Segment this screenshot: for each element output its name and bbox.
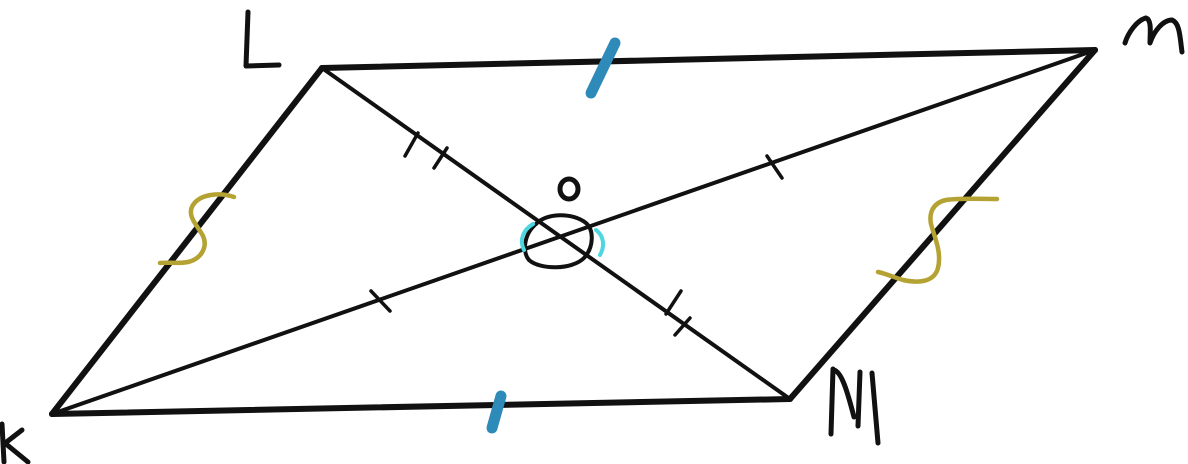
olive-mark-kl [157,192,237,266]
joint-M [1092,47,1098,53]
blue-mark-nk [486,390,507,434]
parallelogram-sides [49,47,1098,417]
svg-text:L: L [270,43,271,45]
side-lm [319,47,1098,71]
tick-on-1 [664,289,683,316]
label-K: K [0,421,31,464]
svg-text:K: K [12,443,13,445]
tick-lo-1 [403,131,420,158]
joint-L [319,65,325,71]
tick-om [765,154,784,180]
side-kl [49,65,325,417]
vertex-joints [49,47,1098,417]
diagonals [50,48,1097,416]
olive-mark-mn [875,196,1000,284]
blue-mark-lm [585,37,621,99]
angle-marks [519,213,606,270]
joint-N [787,396,793,402]
olive-side-marks [157,192,1000,284]
label-O-glyph [557,176,581,202]
tick-on-2 [673,316,692,337]
label-N: N [828,366,881,446]
blue-side-marks [486,37,621,434]
angle-mark-cyan-right [594,228,606,257]
vertex-labels: L M O N K [0,9,1185,464]
side-nk [49,396,793,417]
tick-lo-2 [432,146,449,170]
diagonal-lN [320,66,792,401]
side-mn [787,47,1098,402]
angle-mark-black [522,213,594,270]
label-M: M [1122,15,1185,55]
label-K-glyph [0,421,31,464]
tick-ko [369,289,392,313]
label-O: O [557,176,581,202]
label-L-glyph [243,9,282,69]
svg-text:O: O [570,189,571,191]
diagonal-tick-marks [369,131,784,337]
label-N-glyph [828,366,881,446]
diagonal-kM [50,48,1097,416]
angle-mark-cyan-left [519,222,535,252]
label-M-glyph [1122,15,1185,55]
label-L: L [243,9,282,69]
joint-K [49,411,55,417]
